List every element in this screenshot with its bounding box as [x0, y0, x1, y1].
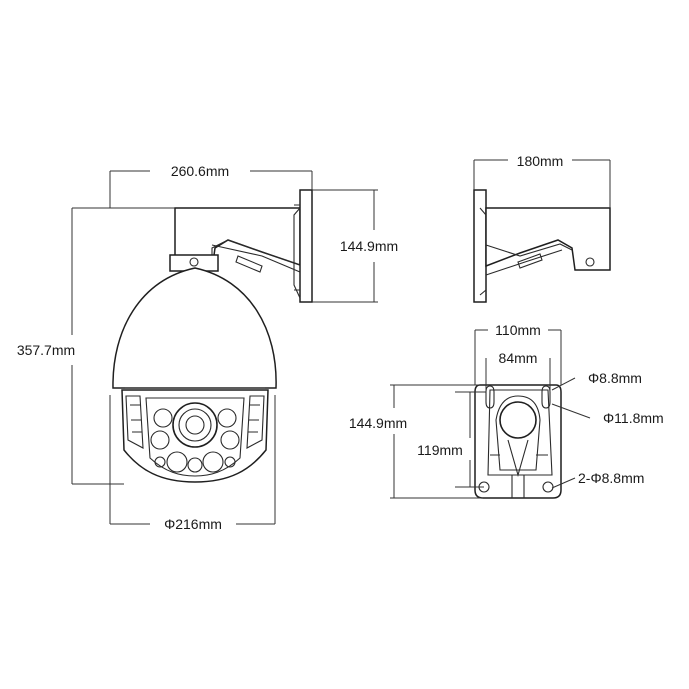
front-width-dimension: 260.6mm [109, 163, 313, 208]
center-hole [499, 401, 537, 439]
side-bracket-arm [485, 207, 611, 271]
front-height-label: 357.7mm [17, 342, 75, 358]
top-left-keyhole [485, 385, 495, 409]
side-wall-plate [473, 189, 487, 303]
bottom-right-hole [542, 481, 554, 493]
base-plate-view: 110mm 84mm 144.9mm 119mm Φ8.8mm [349, 322, 664, 499]
dome-housing [112, 267, 277, 389]
main-lens [172, 402, 218, 448]
hole-spacing-dimension: 84mm [485, 350, 551, 392]
front-view: 260.6mm 357.7mm Φ216mm 144.9mm [17, 163, 398, 532]
dome-diameter-dimension: Φ216mm [109, 395, 276, 532]
base-height-label: 144.9mm [349, 415, 407, 431]
hole-large-label: Φ11.8mm [603, 410, 664, 426]
base-height-dimension: 144.9mm [349, 384, 483, 499]
base-width-label: 110mm [495, 322, 541, 338]
front-height-dimension: 357.7mm [17, 207, 175, 485]
hole-spacing-label: 84mm [499, 350, 538, 366]
side-view: 180mm [473, 153, 611, 303]
wall-plate [299, 189, 313, 303]
dome-diameter-label: Φ216mm [164, 516, 222, 532]
side-width-dimension: 180mm [473, 153, 611, 208]
mount-height-label: 144.9mm [340, 238, 398, 254]
side-width-label: 180mm [517, 153, 564, 169]
camera-body [121, 389, 269, 483]
hole-bottom-label: 2-Φ8.8mm [578, 470, 644, 486]
top-right-keyhole [541, 385, 551, 409]
base-width-dimension: 110mm [474, 322, 562, 385]
hole-vertical-dimension: 119mm [417, 391, 486, 488]
mount-height-dimension: 144.9mm [312, 189, 398, 303]
hole-callouts: Φ8.8mm Φ11.8mm 2-Φ8.8mm [551, 370, 664, 489]
front-width-label: 260.6mm [171, 163, 229, 179]
hole-top-label: Φ8.8mm [588, 370, 642, 386]
hole-vertical-label: 119mm [417, 442, 463, 458]
